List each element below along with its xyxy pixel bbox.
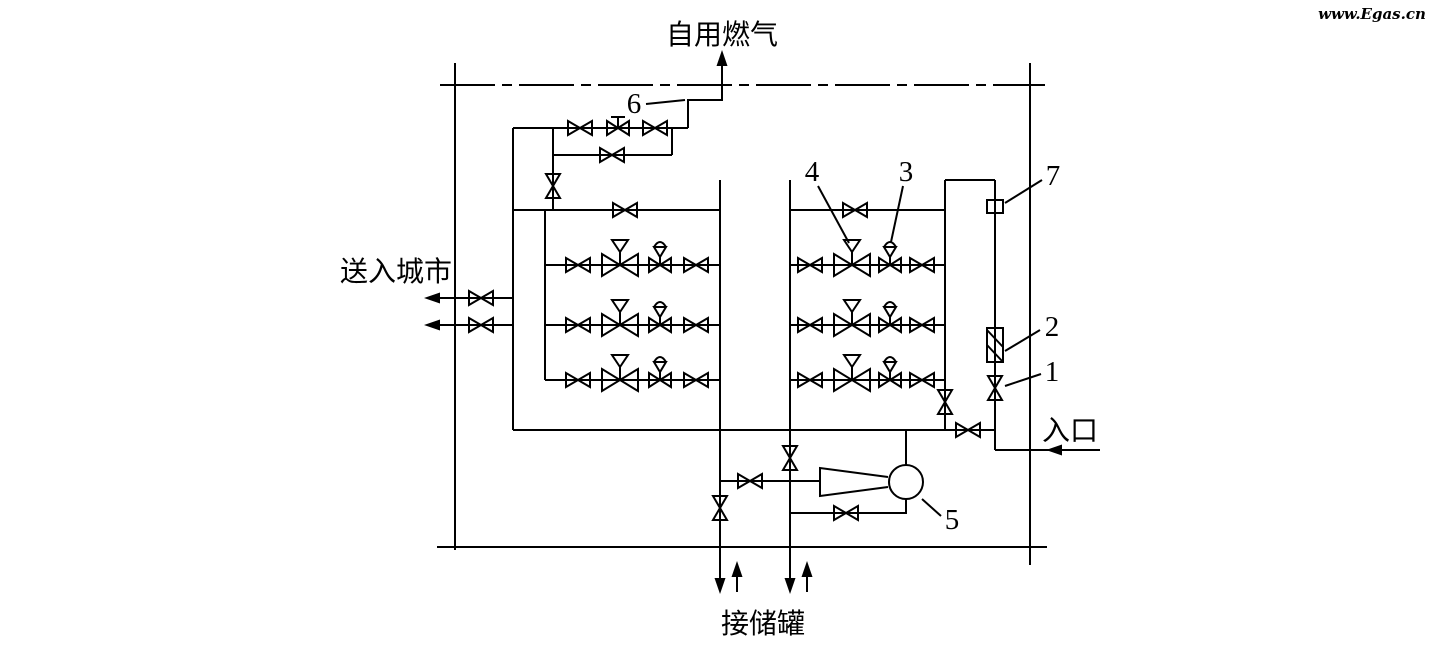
regulator-run [790, 239, 945, 277]
to-storage-label: 接储罐 [721, 608, 805, 640]
regulator-run [545, 239, 720, 277]
callout-7: 7 [1046, 160, 1061, 192]
to-city-label: 送入城市 [340, 256, 452, 288]
regulator-valve-icon [601, 299, 639, 337]
self-use-gas-branch [513, 50, 728, 210]
right-regulator-section [790, 179, 995, 430]
callout-3: 3 [899, 156, 914, 188]
watermark-text: www.Egas.cn [1318, 5, 1426, 23]
callout-5: 5 [945, 504, 960, 536]
callout-leader [1004, 329, 1041, 352]
filter-hatch [986, 329, 1004, 363]
pilot-regulator-icon [878, 356, 902, 388]
down-arrow-icon [784, 578, 796, 594]
pilot-regulator-icon [878, 301, 902, 333]
pilot-regulator-icon [648, 301, 672, 333]
callout-leader [921, 498, 942, 517]
regulator-run [790, 299, 945, 337]
self-use-gas-label: 自用燃气 [666, 19, 778, 51]
regulator-valve-icon [606, 116, 630, 136]
regulator-run [545, 354, 720, 392]
compressor-icon [888, 464, 924, 500]
insulating-joint-icon [986, 199, 1004, 214]
callout-leader [645, 99, 686, 105]
self-use-gas-pipe [687, 60, 723, 128]
left-arrow-icon [424, 292, 440, 304]
left-arrow-icon [424, 319, 440, 331]
pilot-regulator-icon [648, 356, 672, 388]
diagram-geometry [424, 50, 1100, 594]
left-arrow-icon [1046, 444, 1062, 456]
pilot-regulator-icon [648, 241, 672, 273]
regulator-run [545, 299, 720, 337]
left-regulator-section [513, 202, 720, 392]
up-arrow-icon [731, 561, 743, 577]
regulator-run [790, 354, 945, 392]
callout-leaders [645, 99, 1043, 517]
city-outlet-branch [424, 128, 514, 430]
compressor-cone-icon [819, 466, 889, 498]
callout-leader [1004, 179, 1043, 204]
callout-leader [890, 185, 904, 243]
station-boundary [437, 63, 1047, 565]
callout-4: 4 [805, 156, 820, 188]
callout-leader [817, 185, 850, 244]
inlet-riser [986, 180, 1100, 456]
bottom-header-and-pump [513, 422, 995, 521]
regulator-valve-icon [833, 354, 871, 392]
callout-leader [1004, 373, 1042, 387]
up-arrow-icon [801, 561, 813, 577]
callout-2: 2 [1045, 311, 1060, 343]
callout-6: 6 [627, 88, 642, 120]
down-arrow-icon [714, 578, 726, 594]
diagram-labels: 自用燃气 送入城市 入口 接储罐 1 2 3 4 5 6 7 www.Egas.… [340, 5, 1426, 640]
regulator-valve-icon [833, 299, 871, 337]
storage-tank-branch [712, 430, 813, 594]
callout-1: 1 [1045, 356, 1060, 388]
regulator-valve-icon [833, 239, 871, 277]
up-arrow-icon [716, 50, 728, 66]
pump-bypass-line [790, 499, 907, 514]
regulator-valve-icon [601, 354, 639, 392]
regulator-valve-icon [601, 239, 639, 277]
inlet-label: 入口 [1042, 416, 1098, 447]
pilot-regulator-icon [878, 241, 902, 273]
